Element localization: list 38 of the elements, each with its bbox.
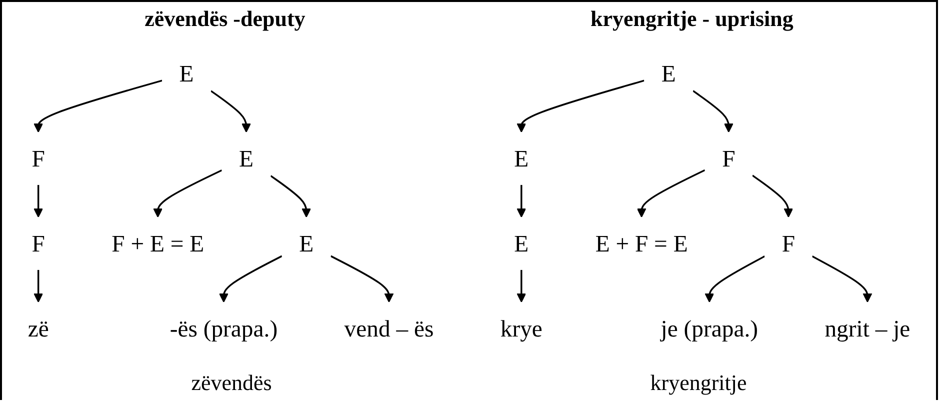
arrow bbox=[153, 169, 222, 218]
arrow bbox=[270, 175, 312, 218]
node-text: F + E = E bbox=[112, 230, 204, 257]
node-text: vend – ës bbox=[344, 315, 434, 342]
word-label: zëvendës bbox=[191, 370, 272, 396]
node-text: F bbox=[722, 145, 736, 172]
arrow bbox=[692, 90, 734, 133]
node-text: F bbox=[782, 230, 796, 257]
heading: zëvendës -deputy bbox=[144, 6, 306, 32]
arrow bbox=[330, 255, 394, 303]
node-text: F bbox=[32, 145, 45, 172]
node-text: E bbox=[179, 60, 194, 87]
node-text: zë bbox=[28, 315, 49, 342]
arrow bbox=[516, 80, 644, 133]
arrow bbox=[752, 174, 794, 218]
node-text: krye bbox=[500, 315, 542, 342]
node-text: -ës (prapa.) bbox=[170, 315, 278, 342]
arrow bbox=[34, 80, 162, 133]
node-text: E bbox=[514, 230, 529, 257]
heading: kryengritje - uprising bbox=[590, 6, 794, 32]
arrow bbox=[210, 90, 251, 133]
node-text: E + F = E bbox=[595, 230, 688, 257]
node-text: F bbox=[32, 230, 45, 257]
arrow bbox=[704, 256, 766, 303]
node-text: je (prapa.) bbox=[660, 315, 758, 342]
arrow bbox=[34, 184, 44, 218]
arrow bbox=[636, 169, 706, 218]
node-text: ngrit – je bbox=[824, 315, 910, 342]
node-text: E bbox=[514, 145, 529, 172]
node-text: E bbox=[661, 60, 676, 87]
word-label: kryengritje bbox=[650, 370, 747, 396]
node-text: E bbox=[299, 230, 314, 257]
arrow bbox=[34, 270, 44, 303]
arrow bbox=[812, 256, 872, 303]
arrow bbox=[516, 270, 526, 303]
arrow bbox=[516, 184, 526, 218]
node-text: E bbox=[239, 145, 254, 172]
arrow bbox=[218, 255, 282, 303]
